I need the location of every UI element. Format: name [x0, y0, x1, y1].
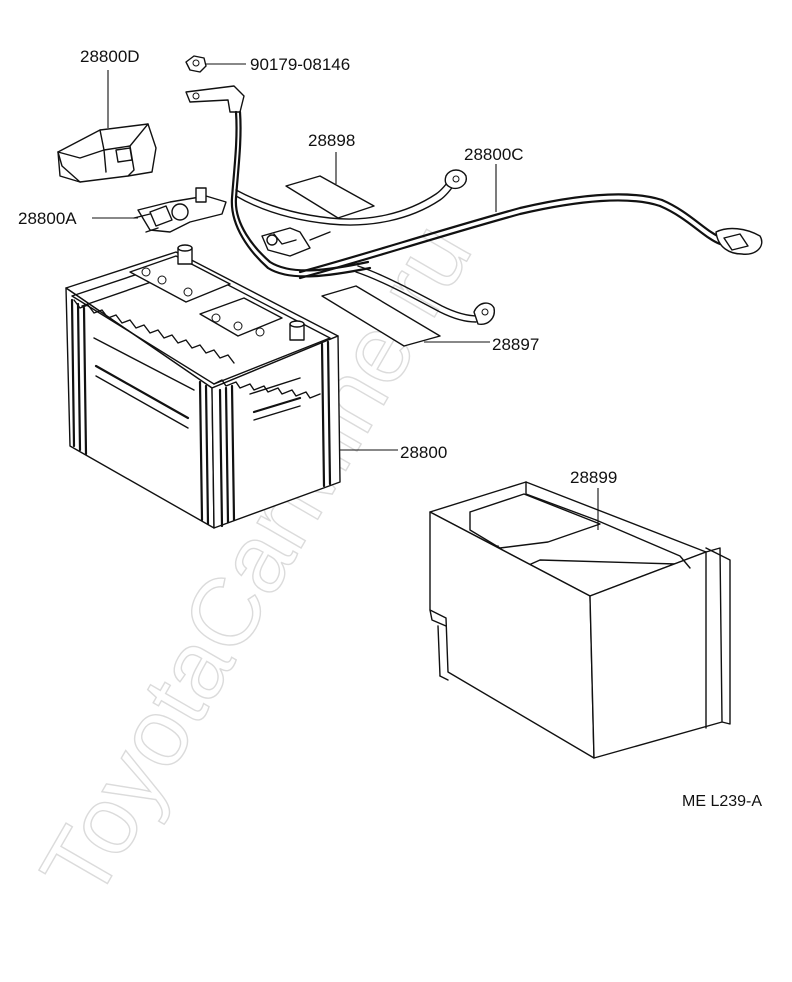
label-28800: 28800	[400, 443, 447, 462]
nut-part	[185, 55, 207, 73]
label-28800C: 28800C	[464, 145, 524, 164]
label-90179-08146: 90179-08146	[250, 55, 350, 74]
battery-part	[65, 244, 341, 529]
label-28800D: 28800D	[80, 47, 140, 66]
positive-cable-part	[185, 85, 763, 280]
label-28897: 28897	[492, 335, 539, 354]
label-28898: 28898	[308, 131, 355, 150]
terminal-cover-part	[57, 123, 157, 183]
label-28800A: 28800A	[18, 209, 77, 228]
label-sheet-part	[285, 175, 375, 219]
battery-terminal-part	[133, 187, 227, 233]
battery-tray-part	[429, 481, 731, 759]
ground-cable-part	[321, 265, 495, 347]
label-28899: 28899	[570, 468, 617, 487]
reference-code: ME L239-A	[682, 793, 762, 810]
